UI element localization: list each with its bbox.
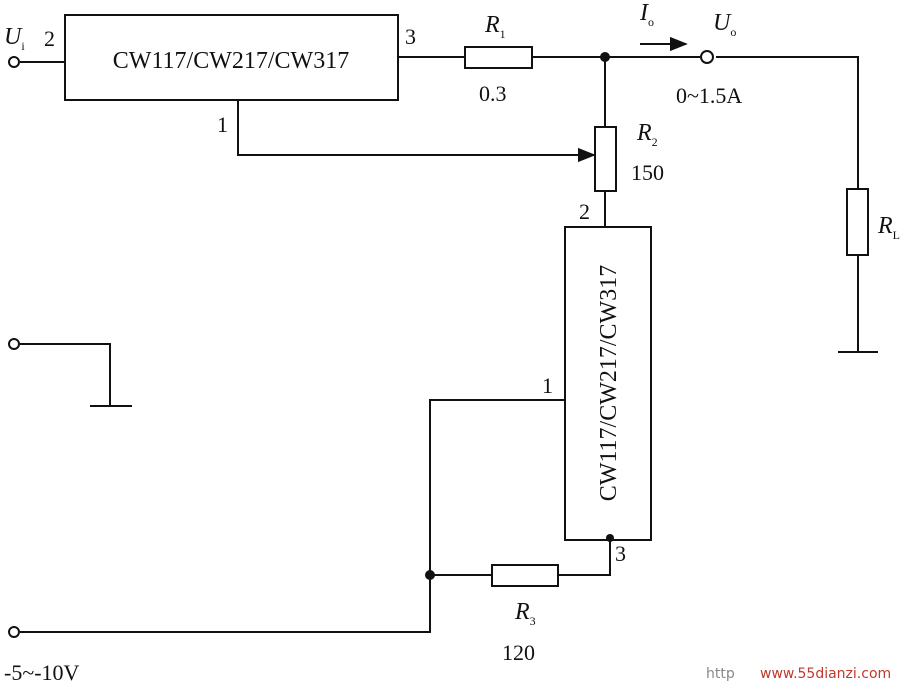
r3-value: 120 xyxy=(502,640,535,665)
wires xyxy=(20,36,878,633)
r1-label: R1 xyxy=(484,12,506,41)
rl-resistor xyxy=(846,188,869,256)
r2-value: 150 xyxy=(631,160,664,185)
input-label: Ui xyxy=(4,24,25,53)
regulator-top-label: CW117/CW217/CW317 xyxy=(113,48,349,74)
regulator-bottom-label: CW117/CW217/CW317 xyxy=(596,265,622,501)
rl-label: RL xyxy=(877,213,900,242)
input-terminal xyxy=(8,56,20,68)
output-voltage-label: Uo xyxy=(713,10,736,39)
junction-dot xyxy=(600,52,610,62)
ground-terminal xyxy=(8,338,20,350)
regulator-bottom-box xyxy=(564,226,652,541)
regulator-top-box xyxy=(64,14,399,101)
pin-label: 3 xyxy=(615,541,626,566)
r3-label: R3 xyxy=(514,599,536,628)
supply-label: -5~-10V xyxy=(4,660,80,685)
output-terminal xyxy=(700,50,714,64)
r1-resistor xyxy=(464,46,533,69)
junction-dot xyxy=(606,534,614,542)
pin-label: 3 xyxy=(405,24,416,49)
supply-terminal xyxy=(8,626,20,638)
junction-dot xyxy=(425,570,435,580)
r2-resistor xyxy=(594,126,617,192)
r3-resistor xyxy=(491,564,559,587)
pin-label: 2 xyxy=(44,26,55,51)
pin-label: 1 xyxy=(217,112,228,137)
r1-value: 0.3 xyxy=(479,81,507,106)
watermark: www.55dianzi.com xyxy=(760,666,891,682)
r2-label: R2 xyxy=(636,120,658,149)
output-current-label: Io xyxy=(639,0,654,29)
pin-label: 1 xyxy=(542,373,553,398)
watermark-prefix: http xyxy=(706,666,735,682)
pin-label: 2 xyxy=(579,199,590,224)
output-range: 0~1.5A xyxy=(676,83,742,108)
